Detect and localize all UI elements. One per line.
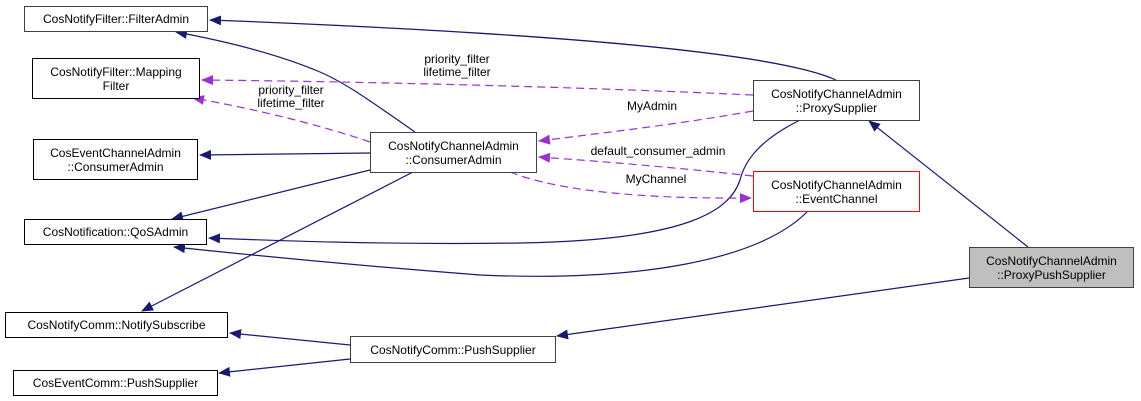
node-mapping-filter[interactable]: CosNotifyFilter::Mapping Filter — [32, 58, 200, 99]
edge-notifypushsupplier-eventpushsupplier — [218, 358, 351, 377]
node-notify-subscribe[interactable]: CosNotifyComm::NotifySubscribe — [5, 312, 228, 338]
edge-consumeradmin-qosadmin — [171, 169, 371, 222]
label-default-consumer-admin: default_consumer_admin — [590, 144, 726, 158]
edge-consumeradmin-notifysubscribe — [141, 171, 414, 312]
node-proxy-push-supplier[interactable]: CosNotifyChannelAdmin ::ProxyPushSupplie… — [969, 247, 1134, 288]
edge-proxysupplier-filteradmin — [209, 15, 837, 81]
node-filter-admin[interactable]: CosNotifyFilter::FilterAdmin — [24, 6, 208, 32]
edge-consumeradmin-mappingfilter — [192, 95, 371, 143]
label-proxysupplier-filters: priority_filter lifetime_filter — [423, 52, 491, 79]
node-notify-push-supplier[interactable]: CosNotifyComm::PushSupplier — [350, 336, 556, 363]
node-proxy-supplier[interactable]: CosNotifyChannelAdmin ::ProxySupplier — [753, 80, 920, 121]
edge-proxypushsupplier-proxysupplier — [868, 120, 1029, 248]
edge-eventchannel-consumeradmin — [538, 152, 754, 177]
node-notify-consumer-admin[interactable]: CosNotifyChannelAdmin ::ConsumerAdmin — [370, 132, 537, 173]
node-event-channel[interactable]: CosNotifyChannelAdmin ::EventChannel — [753, 171, 920, 212]
label-consumeradmin-filters: priority_filter lifetime_filter — [257, 83, 325, 110]
node-event-push-supplier[interactable]: CosEventComm::PushSupplier — [13, 370, 218, 396]
node-qos-admin[interactable]: CosNotification::QoSAdmin — [24, 219, 207, 245]
node-event-consumer-admin[interactable]: CosEventChannelAdmin ::ConsumerAdmin — [33, 139, 198, 180]
edge-proxysupplier-mappingfilter — [201, 75, 754, 96]
edge-consumeradmin-filteradmin — [175, 29, 416, 133]
edge-eventchannel-qosadmin — [173, 210, 809, 277]
label-my-admin: MyAdmin — [626, 99, 677, 113]
edge-proxysupplier-consumeradmin — [538, 110, 754, 145]
label-my-channel: MyChannel — [625, 172, 687, 186]
edge-proxypushsupplier-notifypushsupplier — [556, 277, 970, 340]
edge-proxysupplier-qosadmin — [208, 119, 801, 245]
edge-notifypushsupplier-notifysubscribe — [229, 329, 351, 346]
edge-consumeradmin-eventconsumeradmin — [199, 149, 371, 160]
